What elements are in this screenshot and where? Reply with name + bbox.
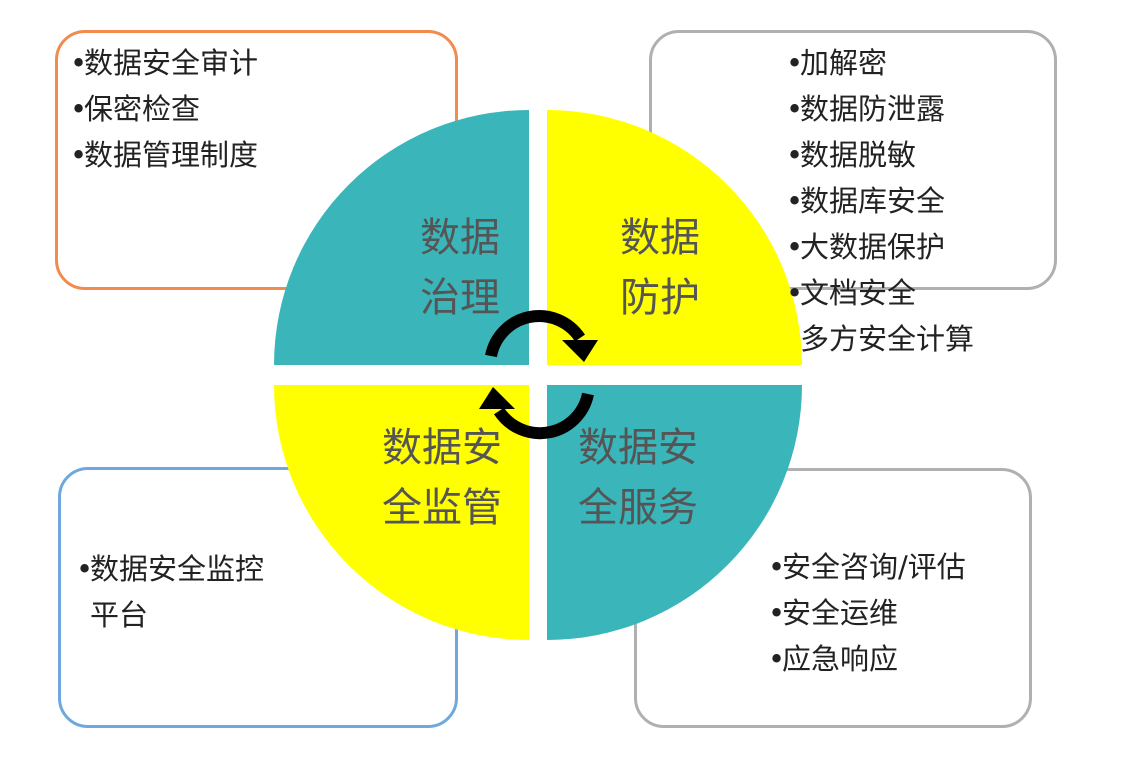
list-item: •数据库安全 xyxy=(786,184,946,218)
list-item: •保密检查 xyxy=(70,92,201,126)
label-service-line2: 全服务 xyxy=(578,485,698,531)
label-supervision: 数据安 全监管 xyxy=(372,418,512,538)
list-item: •安全运维 xyxy=(768,596,899,630)
list-item: •应急响应 xyxy=(768,642,899,676)
governance-list: •数据安全审计 •保密检查 •数据管理制度 xyxy=(70,40,258,178)
list-item-continuation: 平台 xyxy=(90,598,149,632)
label-supervision-line2: 全监管 xyxy=(382,485,502,531)
label-protection-line2: 防护 xyxy=(620,275,700,321)
supervision-list: •数据安全监控 平台 xyxy=(76,546,264,638)
service-list: •安全咨询/评估 •安全运维 •应急响应 xyxy=(768,544,966,682)
cycle-arrow-bottom xyxy=(493,392,594,440)
cycle-arrowhead-top xyxy=(562,340,598,362)
list-item: •数据安全审计 xyxy=(70,46,259,80)
label-supervision-line1: 数据安 xyxy=(382,425,502,471)
quadrant-supervision xyxy=(274,385,529,640)
cycle-arrow-top xyxy=(485,310,585,358)
label-service: 数据安 全服务 xyxy=(568,418,708,538)
label-governance-line2: 治理 xyxy=(420,275,500,321)
list-item: •数据防泄露 xyxy=(786,92,946,126)
protection-list: •加解密 •数据防泄露 •数据脱敏 •数据库安全 •大数据保护 •文档安全 多方… xyxy=(786,40,974,362)
list-item: •安全咨询/评估 xyxy=(768,550,966,584)
list-item: •文档安全 xyxy=(786,276,917,310)
list-item: •数据管理制度 xyxy=(70,138,259,172)
list-item: •数据安全监控 xyxy=(76,552,265,586)
list-item: •大数据保护 xyxy=(786,230,946,264)
label-protection-line1: 数据 xyxy=(620,215,700,261)
label-protection: 数据 防护 xyxy=(600,208,720,328)
quadrant-governance xyxy=(274,110,529,365)
quadrant-protection xyxy=(547,110,802,365)
quadrant-service xyxy=(547,385,802,640)
label-service-line1: 数据安 xyxy=(578,425,698,471)
cycle-arrowhead-bottom xyxy=(479,387,515,409)
list-item-continuation: 多方安全计算 xyxy=(800,322,975,356)
list-item: •加解密 xyxy=(786,46,888,80)
label-governance-line1: 数据 xyxy=(420,215,500,261)
label-governance: 数据 治理 xyxy=(400,208,520,328)
list-item: •数据脱敏 xyxy=(786,138,917,172)
